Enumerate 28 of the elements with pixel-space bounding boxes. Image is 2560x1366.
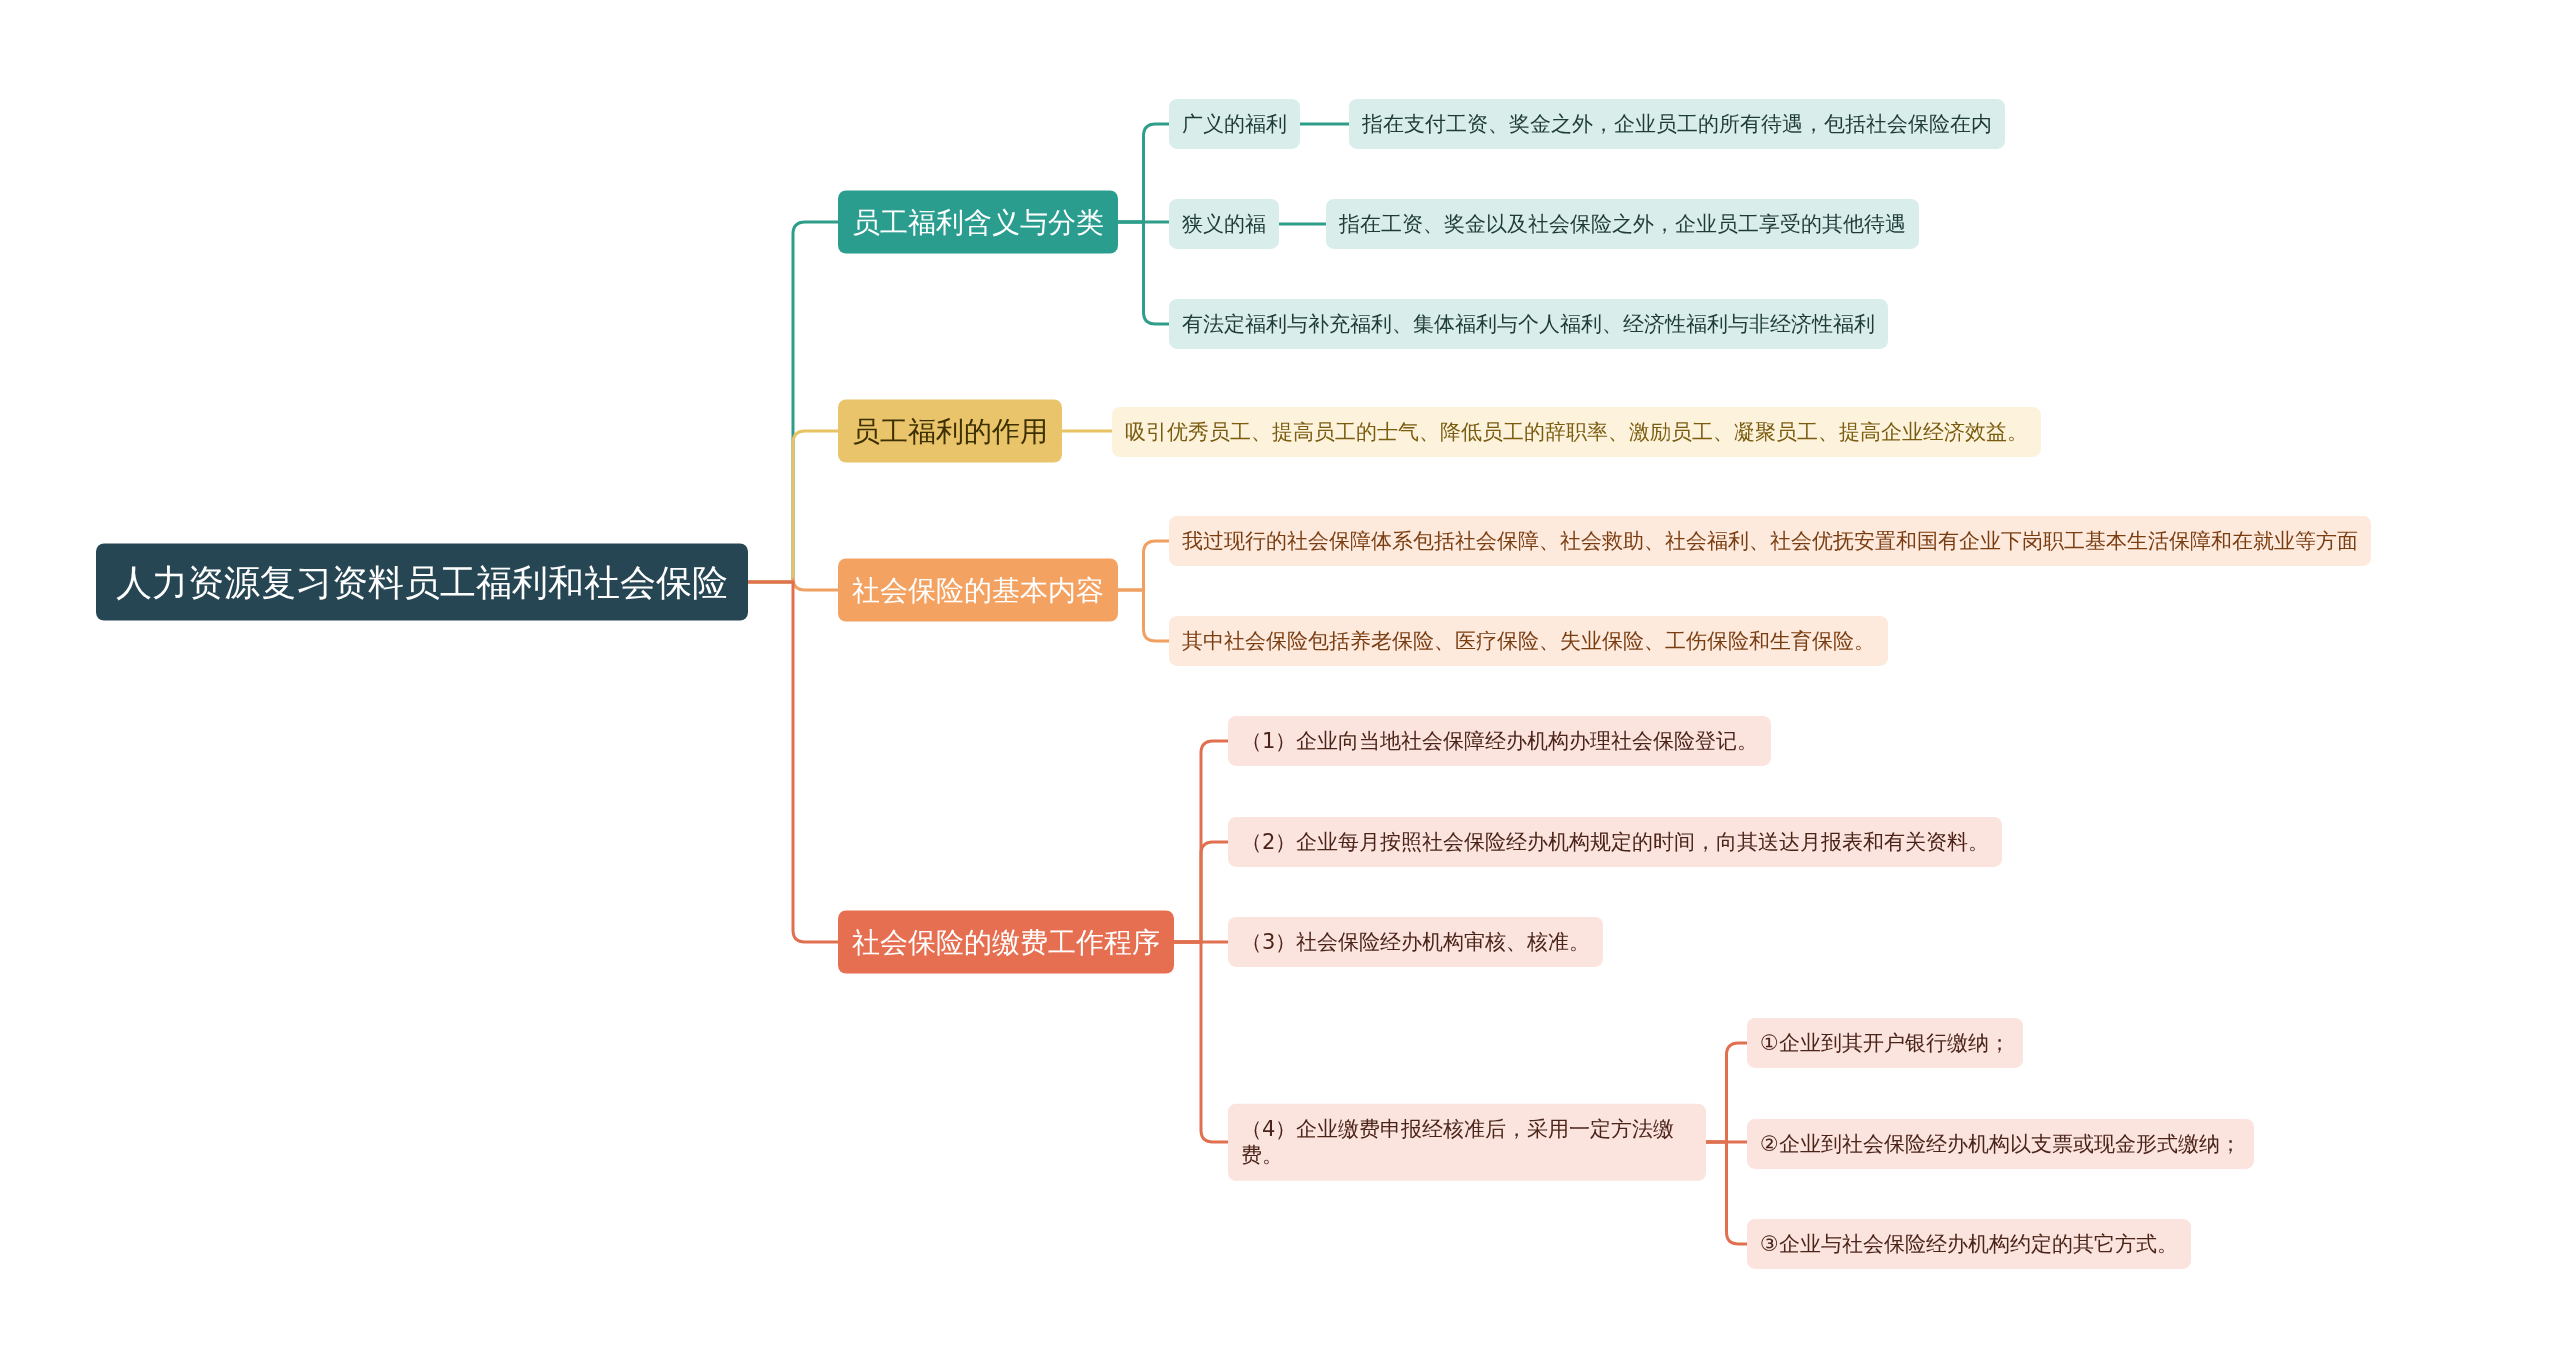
note-box: 狭义的福 <box>1169 198 1279 250</box>
connector-line <box>1174 940 1228 1144</box>
note-box: （4）企业缴费申报经核准后，采用一定方法缴费。 <box>1228 1103 1706 1181</box>
connector-line <box>1279 222 1326 226</box>
branch-box: 社会保险的缴费工作程序 <box>838 910 1174 974</box>
topic-box: 人力资源复习资料员工福利和社会保险 <box>96 543 748 621</box>
connector-line <box>1118 220 1169 326</box>
note-box: （1）企业向当地社会保障经办机构办理社会保险登记。 <box>1228 715 1772 767</box>
note-box: 吸引优秀员工、提高员工的士气、降低员工的辞职率、激励员工、凝聚员工、提高企业经济效益。 <box>1112 406 2041 458</box>
note-box: 指在工资、奖金以及社会保险之外，企业员工享受的其他待遇 <box>1326 198 1919 250</box>
connector-line <box>1062 429 1112 433</box>
note-box: ①企业到其开户银行缴纳； <box>1747 1017 2023 1069</box>
connector-line <box>1706 1140 1747 1246</box>
connector-line <box>1300 122 1349 126</box>
branch-box: 社会保险的基本内容 <box>838 558 1118 622</box>
note-box: 其中社会保险包括养老保险、医疗保险、失业保险、工伤保险和生育保险。 <box>1169 615 1888 667</box>
branch-box: 员工福利的作用 <box>838 399 1062 463</box>
note-box: 我过现行的社会保障体系包括社会保障、社会救助、社会福利、社会优抚安置和国有企业下岗职工基本生活保障和在就业等方面 <box>1169 515 2371 567</box>
note-box: （3）社会保险经办机构审核、核准。 <box>1228 916 1604 968</box>
connector-line <box>748 580 838 944</box>
note-box: 广义的福利 <box>1169 98 1300 150</box>
connector-line <box>1118 588 1169 643</box>
branch-box: 员工福利含义与分类 <box>838 190 1118 254</box>
note-box: 指在支付工资、奖金之外，企业员工的所有待遇，包括社会保险在内 <box>1349 98 2005 150</box>
note-box: ③企业与社会保险经办机构约定的其它方式。 <box>1747 1218 2191 1270</box>
note-box: ②企业到社会保险经办机构以支票或现金形式缴纳； <box>1747 1118 2254 1170</box>
note-box: （2）企业每月按照社会保险经办机构规定的时间，向其送达月报表和有关资料。 <box>1228 816 2003 868</box>
note-box: 有法定福利与补充福利、集体福利与个人福利、经济性福利与非经济性福利 <box>1169 298 1888 350</box>
